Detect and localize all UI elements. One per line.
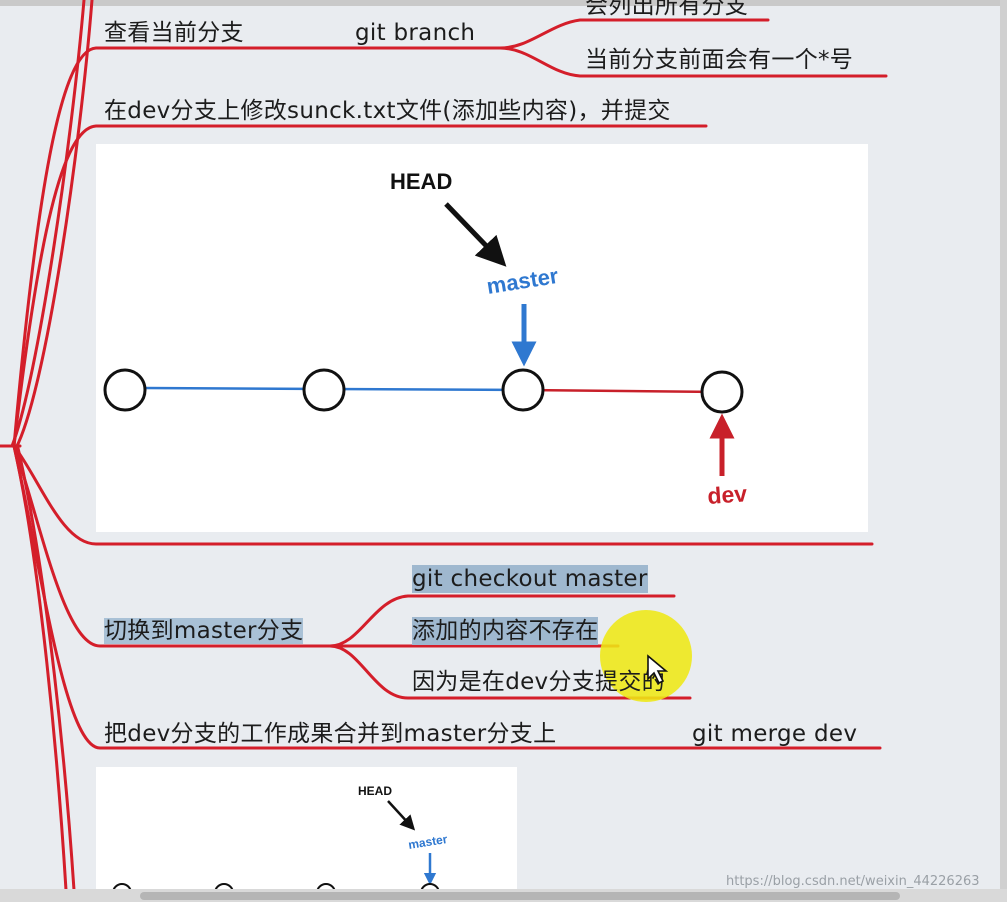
commit-node-small-1 [112,883,132,889]
commit-node-small-4 [420,883,440,889]
git-diagram-merge: HEAD master [96,767,517,889]
diagram1-graphic: HEAD master dev [103,169,749,509]
commit-node-small-3 [316,883,336,889]
watermark-text: https://blog.csdn.net/weixin_44226263 [726,874,980,889]
git-diagram-dev-commit: HEAD master dev [96,144,868,532]
head-arrow-small [387,800,416,831]
node-list-all-label[interactable]: 会列出所有分支 [585,0,749,19]
node-modify-commit-label[interactable]: 在dev分支上修改sunck.txt文件(添加些内容)，并提交 [104,98,671,124]
switch-master-text: 切换到master分支 [104,618,304,644]
node-content-missing[interactable]: 添加的内容不存在 [412,617,599,645]
dev-commit-line [523,388,723,394]
node-view-branch-label[interactable]: 查看当前分支 [104,20,244,46]
head-arrow [444,202,507,267]
diagram2-graphic: HEAD master [112,784,449,889]
dev-label: dev [707,480,749,509]
node-view-branch-command[interactable]: git branch [355,20,476,46]
commit-node-4 [700,370,744,414]
horizontal-scrollbar-thumb[interactable] [140,892,900,900]
cursor-highlight [600,610,692,702]
node-merge-label[interactable]: 把dev分支的工作成果合并到master分支上 [104,721,557,747]
commit-node-2 [302,368,346,412]
horizontal-scrollbar[interactable] [0,889,1007,902]
head-label-small: HEAD [358,784,392,798]
commit-node-small-2 [214,883,234,889]
right-window-edge [1000,0,1007,902]
node-checkout-command[interactable]: git checkout master [412,565,648,593]
node-merge-command[interactable]: git merge dev [692,721,858,747]
node-switch-master-label[interactable]: 切换到master分支 [104,617,304,645]
master-label-small: master [407,832,448,852]
commit-node-1 [103,368,147,412]
master-label: master [485,263,561,299]
node-current-star-label[interactable]: 当前分支前面会有一个*号 [585,47,854,73]
mouse-pointer-icon [647,654,669,685]
commit-node-3 [501,368,545,412]
head-label: HEAD [390,169,452,194]
window-top-strip [0,0,1007,6]
node-because-dev[interactable]: 因为是在dev分支提交的 [412,669,665,695]
